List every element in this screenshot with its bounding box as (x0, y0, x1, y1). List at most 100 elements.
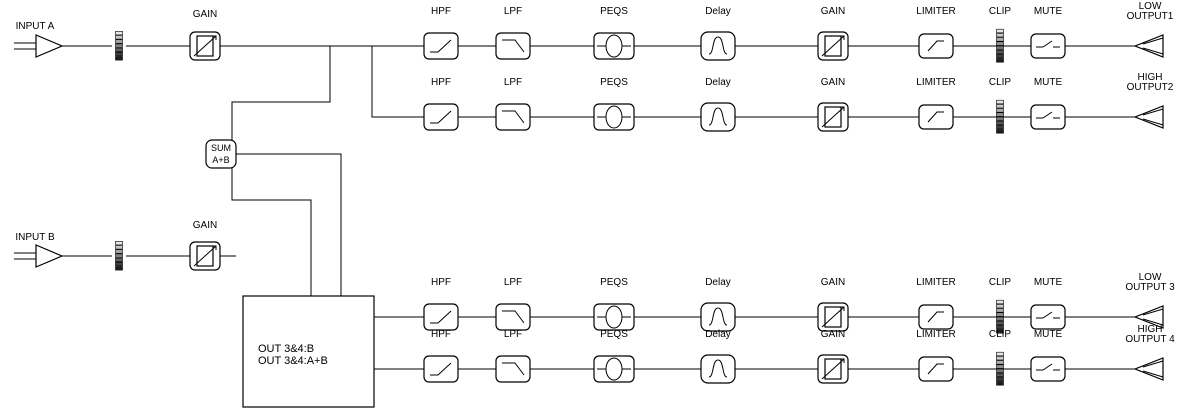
output-2-hpf-label: HPF (431, 77, 451, 88)
meter-segment (996, 351, 1004, 357)
output-2-peqs (593, 103, 635, 131)
input-b-meter (115, 241, 123, 271)
output-4-amp (1133, 357, 1164, 381)
meter-segment (996, 356, 1004, 361)
output-1-hpf (423, 32, 459, 60)
output-1-gain-slope (821, 35, 845, 57)
output-1-name-line1: LOW (1139, 1, 1162, 12)
output-3-gain-label: GAIN (821, 277, 845, 288)
output-3-gain-arrow (840, 306, 845, 311)
meter-segment (996, 325, 1004, 330)
output-3-clip-meter (996, 299, 1004, 334)
output-4-hpf (423, 355, 459, 383)
meter-segment (996, 364, 1004, 369)
meter-segment (996, 41, 1004, 46)
output-3-lpf (495, 303, 531, 331)
output-1-name-line2: OUTPUT1 (1127, 11, 1174, 22)
meter-segment (115, 266, 123, 271)
output-3-hpf-curve (430, 310, 452, 324)
routing-block (242, 295, 375, 408)
output-1-amp-line (1142, 37, 1164, 45)
output-3-mute (1030, 304, 1066, 330)
output-2-delay (700, 102, 736, 132)
output-3-name-line1: LOW (1139, 272, 1162, 283)
output-2-clip-label: CLIP (989, 77, 1012, 88)
output-4-delay (700, 354, 736, 384)
output-4-peqs-bell (605, 357, 623, 381)
meter-segment (996, 299, 1004, 305)
input-b-amp (35, 244, 64, 268)
output-1-mute-switch (1042, 40, 1053, 48)
meter-segment (115, 47, 123, 52)
output-4-limiter-knee (927, 363, 944, 375)
input-a-gain-label: GAIN (193, 9, 217, 20)
output-4-limiter-label: LIMITER (916, 329, 955, 340)
output-3-name-line2: OUTPUT 3 (1125, 282, 1175, 293)
sum-label-line2: A+B (212, 155, 229, 165)
routing-label-line1: OUT 3&4:B (258, 343, 314, 355)
output-1-limiter-label: LIMITER (916, 6, 955, 17)
output-1-lpf-curve (502, 39, 525, 53)
output-1-gain-label: GAIN (821, 6, 845, 17)
output-1-amp-line (1142, 47, 1164, 55)
meter-segment (996, 49, 1004, 55)
output-1-clip-meter (996, 28, 1004, 63)
meter-segment (996, 116, 1004, 121)
output-4-mute (1030, 356, 1066, 382)
output-4-delay-label: Delay (705, 329, 731, 340)
input-b-gain-arrow (212, 245, 217, 250)
output-2-delay-label: Delay (705, 77, 731, 88)
output-1-limiter (918, 33, 954, 59)
output-2-mute (1030, 104, 1066, 130)
output-4-gain-slope (821, 358, 845, 380)
output-2-amp (1133, 105, 1164, 129)
output-2-clip-meter (996, 99, 1004, 134)
output-2-limiter (918, 104, 954, 130)
output-1-delay-label: Delay (705, 6, 731, 17)
output-3-mute-label: MUTE (1034, 277, 1063, 288)
output-3-gain-slope (821, 306, 845, 328)
output-2-mute-switch (1042, 111, 1053, 119)
output-1-mute-label: MUTE (1034, 6, 1063, 17)
output-3-mute-switch (1042, 311, 1053, 319)
input-a-label: INPUT A (16, 21, 55, 32)
output-2-mute-label: MUTE (1034, 77, 1063, 88)
output-2-amp-line (1142, 118, 1164, 126)
output-1-clip-label: CLIP (989, 6, 1012, 17)
sum-block (205, 139, 237, 169)
meter-segment (996, 304, 1004, 309)
meter-segment (996, 129, 1004, 134)
output-1-amp (1133, 34, 1164, 58)
meter-segment (115, 30, 123, 36)
output-2-gain-label: GAIN (821, 77, 845, 88)
meter-segment (996, 33, 1004, 38)
output-3-lpf-curve (502, 310, 525, 324)
output-4-limiter (918, 356, 954, 382)
meter-segment (996, 308, 1004, 313)
meter-segment (115, 257, 123, 263)
output-1-mute (1030, 33, 1066, 59)
output-4-gain-arrow (840, 358, 845, 363)
output-4-amp-line (1142, 370, 1164, 378)
processing-blocks (14, 28, 1164, 408)
meter-segment (115, 241, 123, 246)
meter-segment (996, 112, 1004, 117)
meter-segment (115, 253, 123, 258)
output-4-lpf (495, 355, 531, 383)
meter-segment (996, 368, 1004, 373)
meter-segment (996, 28, 1004, 34)
output-2-peqs-label: PEQS (600, 77, 628, 88)
meter-segment (115, 56, 123, 61)
output-4-hpf-label: HPF (431, 329, 451, 340)
meter-segment (996, 120, 1004, 126)
output-3-amp-line (1142, 308, 1164, 316)
meter-segment (996, 125, 1004, 130)
output-3-limiter-label: LIMITER (916, 277, 955, 288)
output-2-gain-arrow (840, 106, 845, 111)
output-3-peqs-bell (605, 305, 623, 329)
output-3-delay-label: Delay (705, 277, 731, 288)
wire-a-to-out2 (371, 46, 424, 118)
meter-segment (996, 45, 1004, 50)
meter-segment (115, 39, 123, 44)
